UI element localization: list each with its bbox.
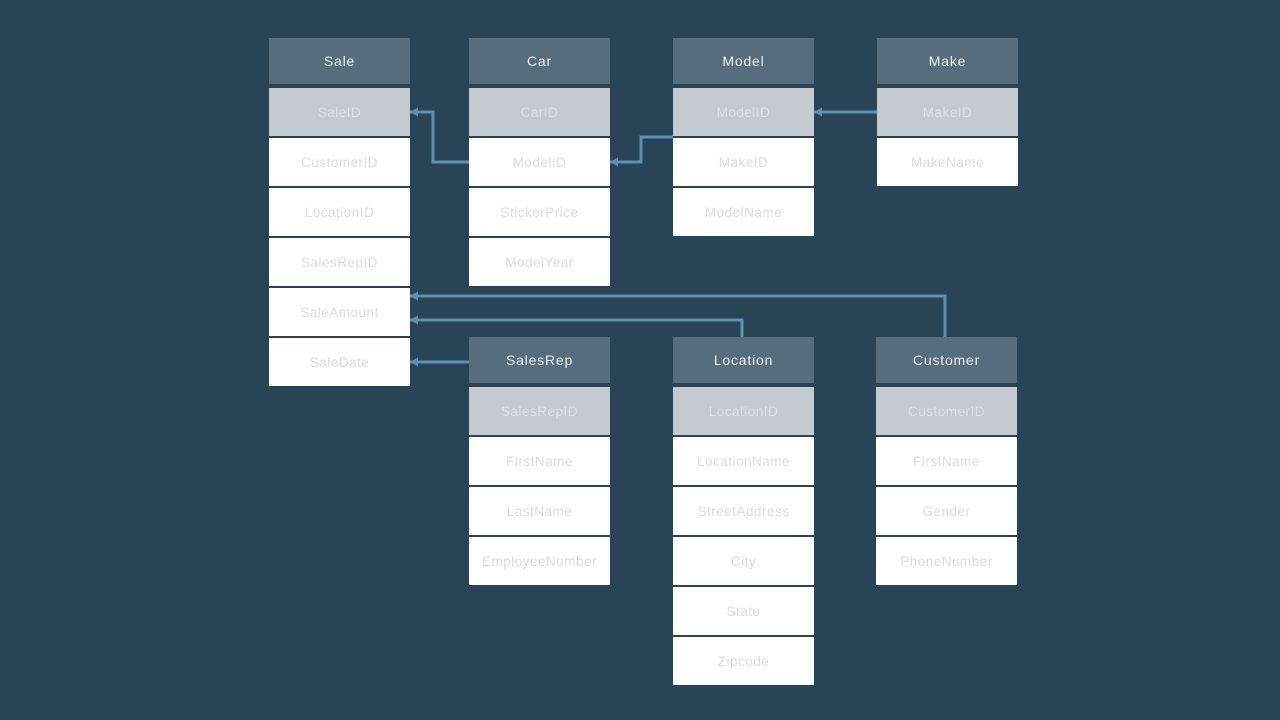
field-label: City (730, 553, 757, 569)
field-label: SalesRepID (300, 254, 379, 270)
field-row-key: MakeID (877, 88, 1018, 136)
field-row-key: CarID (469, 88, 610, 136)
field-row: City (673, 537, 814, 585)
field-label: MakeID (718, 154, 769, 170)
field-row: LocationID (269, 188, 410, 236)
field-label: FirstName (913, 453, 980, 469)
field-label: SaleAmount (300, 304, 379, 320)
field-label: CustomerID (300, 154, 378, 170)
field-row-key: CustomerID (876, 387, 1017, 435)
table-header: Model (673, 38, 814, 84)
connector-arrowhead-model-make (814, 107, 822, 117)
table-title: Customer (912, 352, 981, 368)
field-row: SaleDate (269, 338, 410, 386)
field-row: CustomerID (269, 138, 410, 186)
field-row: Zipcode (673, 637, 814, 685)
field-label: LocationName (696, 453, 791, 469)
field-row: LocationName (673, 437, 814, 485)
table-title: Location (713, 352, 774, 368)
table-header: SalesRep (469, 337, 610, 383)
connector-sale-car (410, 110, 469, 164)
connector-arrowhead-car-model (610, 157, 618, 167)
field-row: Gender (876, 487, 1017, 535)
field-row: FirstName (876, 437, 1017, 485)
connector-sale-customer (410, 294, 947, 337)
field-row: SalesRepID (269, 238, 410, 286)
table-header: Sale (269, 38, 410, 84)
field-row: EmployeeNumber (469, 537, 610, 585)
field-row-key: SalesRepID (469, 387, 610, 435)
field-row: FirstName (469, 437, 610, 485)
field-label: LocationID (304, 204, 375, 220)
field-label: ModelYear (505, 254, 574, 270)
field-label: SaleID (317, 104, 362, 120)
field-label: Gender (922, 503, 971, 519)
connector-car-model (610, 135, 673, 164)
field-label: LastName (506, 503, 573, 519)
field-label: LocationID (708, 403, 779, 419)
table-title: Car (527, 53, 552, 69)
field-row: State (673, 587, 814, 635)
field-label: CustomerID (907, 403, 985, 419)
field-row: ModelYear (469, 238, 610, 286)
field-label: PhoneNumber (900, 553, 993, 569)
table-title: Model (722, 53, 765, 69)
field-row: StreetAddress (673, 487, 814, 535)
field-row-key: ModelID (673, 88, 814, 136)
field-label: Zipcode (717, 653, 770, 669)
field-row-key: SaleID (269, 88, 410, 136)
field-label: State (726, 603, 761, 619)
connector-arrowhead-sale-salesrep (410, 357, 418, 367)
table-title: Make (928, 53, 967, 69)
field-row: LastName (469, 487, 610, 535)
field-label: StickerPrice (500, 204, 579, 220)
connector-arrowhead-sale-customer (410, 291, 418, 301)
field-row: ModelName (673, 188, 814, 236)
table-header: Location (673, 337, 814, 383)
field-row: SaleAmount (269, 288, 410, 336)
field-row: MakeID (673, 138, 814, 186)
connector-arrowhead-sale-car (410, 107, 418, 117)
field-label: ModelID (716, 104, 771, 120)
field-row-key: LocationID (673, 387, 814, 435)
table-title: Sale (323, 53, 356, 69)
field-label: EmployeeNumber (481, 553, 598, 569)
field-label: StreetAddress (697, 503, 790, 519)
connector-arrowhead-sale-location (410, 315, 418, 325)
field-label: CarID (520, 104, 559, 120)
table-header: Make (877, 38, 1018, 84)
field-row: MakeName (877, 138, 1018, 186)
field-label: MakeName (910, 154, 985, 170)
connector-sale-location (410, 318, 744, 337)
field-label: ModelID (512, 154, 567, 170)
field-label: MakeID (922, 104, 973, 120)
field-label: SaleDate (309, 354, 370, 370)
table-header: Car (469, 38, 610, 84)
field-label: SalesRepID (500, 403, 579, 419)
field-label: ModelName (704, 204, 783, 220)
field-row: PhoneNumber (876, 537, 1017, 585)
field-label: FirstName (506, 453, 573, 469)
field-row: ModelID (469, 138, 610, 186)
field-row: StickerPrice (469, 188, 610, 236)
table-title: SalesRep (505, 352, 574, 368)
table-header: Customer (876, 337, 1017, 383)
